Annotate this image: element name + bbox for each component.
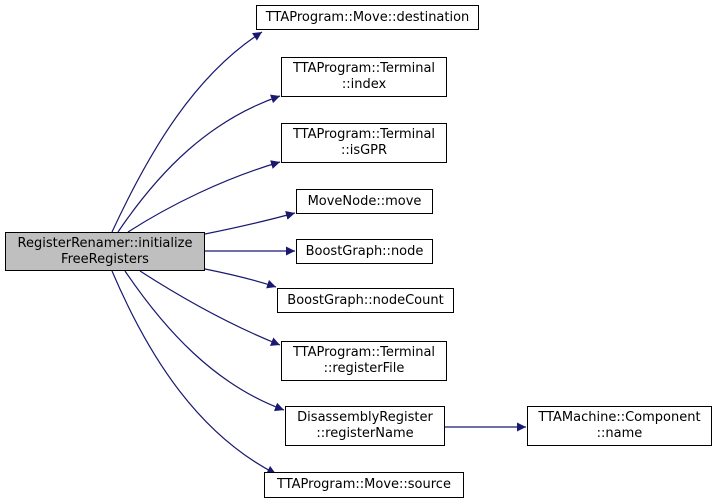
edge-root-to-boostgraph-nodecount — [204, 268, 277, 289]
node-label-line1: TTAProgram::Terminal — [292, 127, 436, 142]
node-terminal-registerfile[interactable]: TTAProgram::Terminal ::registerFile — [281, 341, 447, 381]
node-label-line2: ::registerName — [316, 426, 414, 441]
node-boostgraph-node[interactable]: BoostGraph::node — [296, 239, 433, 264]
node-label: BoostGraph::node — [305, 243, 424, 259]
node-move-source[interactable]: TTAProgram::Move::source — [264, 472, 464, 498]
node-label: BoostGraph::nodeCount — [287, 292, 444, 308]
node-label: TTAProgram::Move::destination — [265, 9, 470, 25]
node-terminal-isgpr[interactable]: TTAProgram::Terminal ::isGPR — [281, 123, 447, 163]
node-terminal-index[interactable]: TTAProgram::Terminal ::index — [281, 57, 447, 97]
node-move-destination[interactable]: TTAProgram::Move::destination — [256, 5, 479, 30]
node-label-line1: DisassemblyRegister — [297, 410, 433, 425]
edge-root-to-terminal-registerfile — [139, 270, 281, 346]
node-label: TTAProgram::Move::source — [277, 477, 451, 492]
node-label-line2: ::name — [596, 426, 643, 441]
node-label: MoveNode::move — [307, 193, 422, 209]
edge-root-to-move-destination — [111, 31, 263, 233]
node-root-line2: FreeRegisters — [61, 251, 149, 267]
node-disassemblyregister-registername[interactable]: DisassemblyRegister ::registerName — [285, 406, 445, 446]
node-movenode-move[interactable]: MoveNode::move — [296, 189, 433, 214]
node-label-line1: TTAMachine::Component — [538, 410, 701, 425]
node-root: RegisterRenamer::initialize FreeRegister… — [5, 232, 205, 271]
edge-root-to-disassemblyregister-registername — [124, 270, 285, 412]
node-label-line1: TTAProgram::Terminal — [292, 61, 436, 76]
edge-root-to-terminal-index — [117, 94, 281, 233]
node-boostgraph-nodecount[interactable]: BoostGraph::nodeCount — [277, 288, 454, 313]
node-component-name[interactable]: TTAMachine::Component ::name — [527, 406, 712, 446]
edge-root-to-terminal-isgpr — [127, 160, 281, 233]
node-label-line2: ::isGPR — [340, 143, 388, 158]
node-label-line2: ::registerFile — [323, 361, 405, 376]
edge-root-to-movenode-move — [204, 211, 296, 235]
node-label-line1: TTAProgram::Terminal — [292, 345, 436, 360]
edge-root-to-move-source — [111, 270, 277, 475]
node-root-line1: RegisterRenamer::initialize — [17, 235, 193, 251]
node-label-line2: ::index — [341, 77, 387, 92]
